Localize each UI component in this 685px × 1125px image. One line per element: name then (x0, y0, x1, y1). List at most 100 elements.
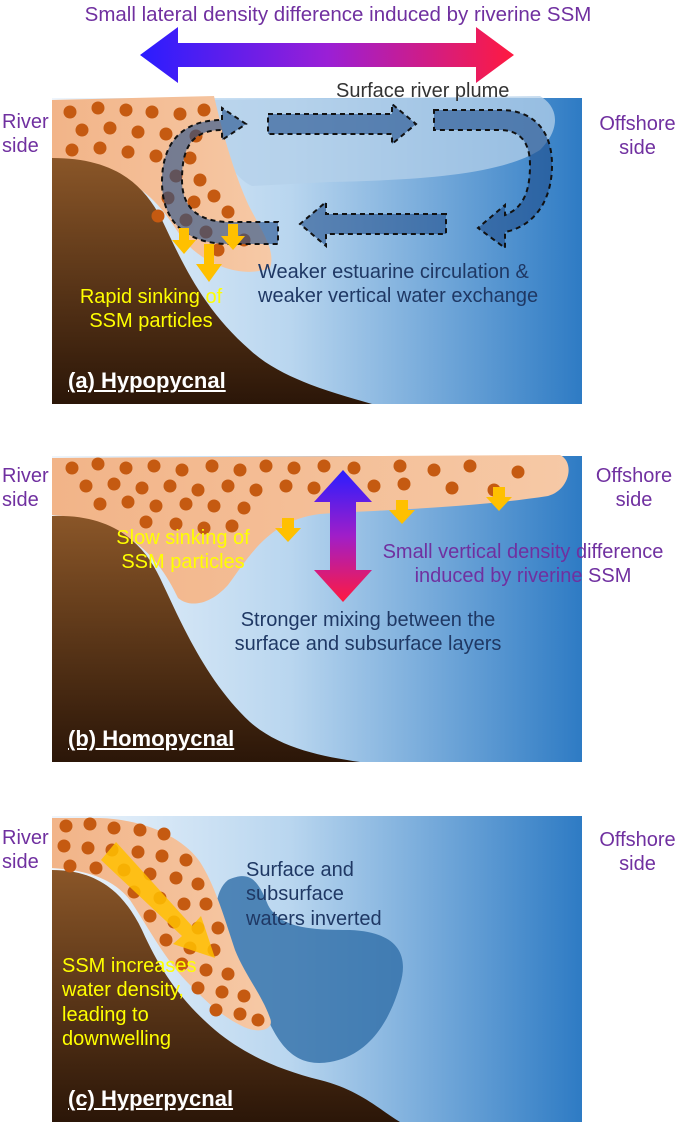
ssm-particle (259, 459, 273, 473)
vertical-density-line-1: Small vertical density difference (382, 541, 664, 563)
ssm-particle (317, 459, 331, 473)
panel-c-title: (c) Hyperpycnal (68, 1086, 234, 1111)
panel-a-offshore-side-label: Offshore side (590, 112, 685, 161)
inverted-line-2: subsurface (246, 883, 344, 906)
panel-b-ssm-particles (65, 457, 525, 535)
ssm-particle (207, 189, 221, 203)
sink-arrow (196, 244, 222, 282)
ssm-particle (463, 459, 477, 473)
ssm-particle (121, 495, 135, 509)
panel-c-sediment-flow (52, 818, 271, 1031)
ssm-particle (93, 141, 107, 155)
sink-arrow (486, 487, 512, 511)
sinking-line-1: Slow sinking of (116, 527, 250, 549)
ssm-particle (79, 479, 93, 493)
river-side-line-1: River (2, 111, 49, 133)
ssm-particle (75, 123, 89, 137)
ssm-particle (65, 461, 79, 475)
ssm-particle (83, 817, 97, 831)
ssm-particle (205, 459, 219, 473)
ssm-particle (119, 461, 133, 475)
panel-b (52, 455, 582, 762)
ssm-particle (187, 195, 201, 209)
panel-c (52, 816, 582, 1122)
offshore-side-line-2: side (619, 137, 656, 160)
ssm-particle (133, 823, 147, 837)
top-title: Small lateral density difference induced… (84, 3, 592, 26)
ssm-particle (135, 481, 149, 495)
offshore-side-line-2: side (619, 853, 656, 876)
ssm-particle (249, 483, 263, 497)
panel-a-plume-label: Surface river plume (336, 80, 510, 102)
ssm-particle (131, 845, 145, 859)
ssm-particle (119, 103, 133, 117)
downwelling-line-1: SSM increases (62, 955, 197, 977)
panel-a-surface-arrow-2 (433, 109, 554, 250)
ssm-particle (65, 143, 79, 157)
sink-arrow (389, 500, 415, 524)
ssm-particle (159, 127, 173, 141)
panel-c-downwelling-label: SSM increases water density, leading to … (62, 954, 197, 1052)
ssm-particle (179, 853, 193, 867)
ssm-particle (193, 173, 207, 187)
panel-b-title: (b) Homopycnal (68, 726, 235, 751)
ssm-particle (143, 909, 157, 923)
panel-b-river-side-label: River side (2, 464, 49, 513)
ssm-particle (157, 827, 171, 841)
ssm-particle (131, 125, 145, 139)
ssm-particle (445, 481, 459, 495)
circulation-line-1: Weaker estuarine circulation & (258, 261, 529, 283)
downwelling-arrow (101, 842, 215, 958)
ssm-particle (107, 477, 121, 491)
ssm-particle (159, 933, 173, 947)
mixing-line-2: surface and subsurface layers (234, 633, 502, 656)
sinking-line-2: SSM particles (89, 310, 213, 333)
ssm-particle (89, 861, 103, 875)
ssm-particle (107, 821, 121, 835)
sinking-line-1: Rapid sinking of (79, 286, 223, 308)
inverted-line-1: Surface and (246, 859, 354, 881)
ssm-particle (233, 1007, 247, 1021)
ssm-particle (221, 205, 235, 219)
panel-a-river-side-label: River side (2, 110, 49, 159)
panel-b-vertical-density-label: Small vertical density difference induce… (358, 540, 685, 589)
ssm-particle (121, 145, 135, 159)
downwelling-line-3: leading to (62, 1003, 149, 1026)
ssm-particle (151, 209, 165, 223)
ssm-particle (147, 459, 161, 473)
offshore-side-line-1: Offshore (599, 113, 676, 135)
ssm-particle (63, 859, 77, 873)
ssm-particle (103, 121, 117, 135)
panel-b-sinking-label: Slow sinking of SSM particles (88, 526, 278, 575)
ssm-particle (63, 105, 77, 119)
panel-c-inverted-label: Surface and subsurface waters inverted (246, 858, 382, 931)
panel-a-return-loop-arrow (160, 106, 279, 245)
ssm-particle (191, 483, 205, 497)
panel-a-title: (a) Hypopycnal (68, 368, 226, 393)
ssm-particle (221, 479, 235, 493)
ssm-particle (307, 481, 321, 495)
ssm-particle (347, 461, 361, 475)
mixing-line-1: Stronger mixing between the (240, 609, 496, 631)
ssm-particle (287, 461, 301, 475)
river-side-line-1: River (2, 465, 49, 487)
ssm-particle (393, 459, 407, 473)
panel-c-offshore-side-label: Offshore side (590, 828, 685, 877)
ssm-particle (367, 479, 381, 493)
ssm-particle (209, 1003, 223, 1017)
ssm-particle (397, 477, 411, 491)
ssm-particle (211, 243, 225, 257)
panel-a-sinking-arrows (172, 224, 245, 282)
panel-b-seabed (52, 515, 360, 762)
ssm-particle (215, 985, 229, 999)
ssm-particle (207, 499, 221, 513)
sink-arrow (172, 228, 196, 254)
panel-a-bottom-arrow (298, 199, 447, 249)
panel-c-river-side-label: River side (2, 826, 49, 875)
inverted-line-3: waters inverted (246, 907, 382, 930)
ssm-particle (251, 1013, 265, 1027)
panel-a-surface-arrow-1 (267, 101, 418, 147)
offshore-side-line-1: Offshore (599, 829, 676, 851)
ssm-particle (197, 521, 211, 535)
